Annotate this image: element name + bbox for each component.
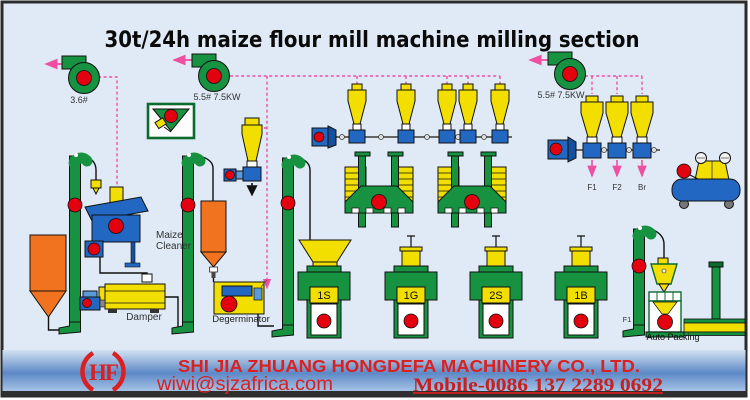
company-mobile: Mobile-0086 137 2289 0692 [413,375,663,396]
output-label-f2: F2 [612,183,622,192]
mill-2s [469,235,523,339]
fan-5-5-right-label: 5.5# 7.5KW [537,90,585,100]
maize-cleaner-label-1: Maize [156,230,183,241]
page-title: 30t/24h maize flour mill machine milling… [105,28,640,53]
packing-conveyor [683,261,746,336]
maize-cleaner [84,179,149,268]
cyclone-single [223,117,263,197]
storage-silo [29,234,67,318]
fan-3-6-label: 3.6# [70,95,88,105]
cone-hopper [199,200,228,278]
company-name: SHI JIA ZHUANG HONGDEFA MACHINERY CO., L… [178,356,640,376]
elevator-f1-tag: F1 [623,315,632,324]
mill-1g [384,235,438,339]
mill-1s-label: 1S [317,290,330,302]
plansifter-1 [344,151,414,228]
bucket-elevator-2 [171,152,206,335]
dust-filter-box [146,102,196,140]
bucket-elevator-4 [622,225,657,338]
output-label-br: Br [638,183,646,192]
mill-1b [554,235,608,339]
damper [79,273,166,313]
fan-exhaust-arrows [44,54,548,70]
auto-packing-label: Auto Packing [646,332,699,342]
company-email[interactable]: wiwi@sjzafrica.com [156,374,333,395]
fan-3-6 [61,55,100,94]
logo-monogram: HF [89,360,118,385]
fan-5-5-right [547,51,586,90]
company-banner: HF SHI JIA ZHUANG HONGDEFA MACHINERY CO.… [2,350,746,396]
mill-1b-label: 1B [574,290,587,302]
output-label-f1: F1 [587,183,597,192]
mill-1s [297,239,352,339]
bucket-elevator-3 [271,154,306,338]
plansifter-2 [437,151,507,228]
fan-5-5-left-label: 5.5# 7.5KW [193,92,241,102]
mill-2s-label: 2S [489,290,502,302]
degerminator [213,279,268,315]
degerminator-label: Degerminator [212,314,270,325]
mill-1g-label: 1G [404,290,419,302]
auto-packing-machine [645,257,685,338]
bucket-elevator-1 [58,152,93,335]
cyclone-battery-middle [311,83,512,149]
company-logo: HF [80,351,126,392]
maize-cleaner-label-2: Cleaner [156,241,192,252]
damper-label: Damper [126,312,162,323]
fan-5-5-left [191,53,230,92]
cyclone-trio-right [547,95,660,178]
air-compressor [671,152,741,209]
